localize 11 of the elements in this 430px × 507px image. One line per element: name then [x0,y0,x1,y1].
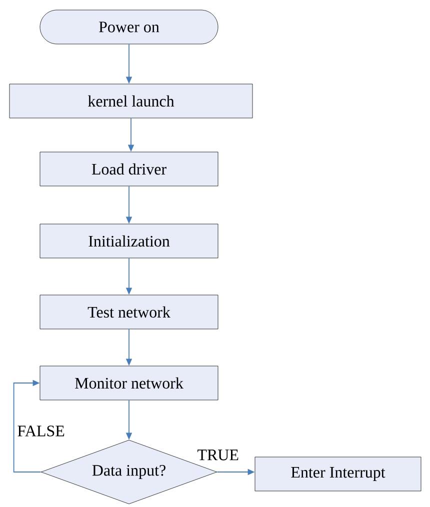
process-box: Enter Interrupt [254,456,422,492]
arrow [13,380,42,472]
edge-label: TRUE [196,448,240,462]
edge-label: FALSE [16,424,66,438]
process-box: Initialization [40,224,218,258]
start-terminal: Power on [40,10,218,44]
process-box: Monitor network [40,366,218,400]
node-label: Data input? [92,465,166,479]
process-box: kernel launch [9,84,253,118]
process-box: Load driver [40,152,218,186]
process-box: Test network [40,294,218,330]
